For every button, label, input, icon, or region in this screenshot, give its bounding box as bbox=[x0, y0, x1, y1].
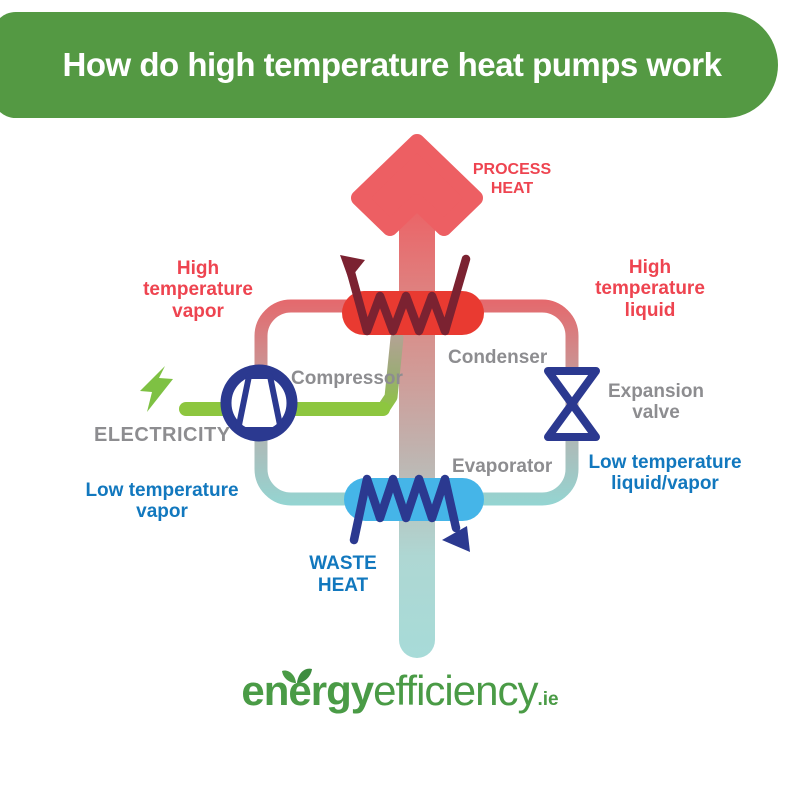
condenser-coil bbox=[340, 254, 484, 336]
brand-tld: .ie bbox=[537, 689, 559, 710]
page-title: How do high temperature heat pumps work bbox=[62, 46, 722, 83]
expansion-valve-label: Expansion valve bbox=[607, 381, 705, 424]
expansion-valve-icon bbox=[544, 367, 600, 441]
waste-heat-label: WASTE HEAT bbox=[309, 553, 377, 597]
condenser-label: Condenser bbox=[448, 347, 548, 368]
electricity-label: ELECTRICITY bbox=[94, 424, 231, 446]
brand-logo: energyefficiency.ie bbox=[241, 668, 558, 724]
lightning-bolt-icon bbox=[140, 366, 173, 412]
leaf-icon bbox=[281, 658, 313, 704]
high-temperature-liquid-label: High temperature liquid bbox=[595, 257, 705, 321]
low-temperature-vapor-label: Low temperature vapor bbox=[85, 480, 239, 523]
evaporator-label: Evaporator bbox=[452, 456, 553, 477]
compressor-label: Compressor bbox=[291, 368, 403, 389]
low-temperature-liquid-vapor-label: Low temperature liquid/vapor bbox=[588, 452, 742, 495]
compressor-icon bbox=[220, 364, 298, 442]
process-heat-label: PROCESS HEAT bbox=[472, 161, 552, 198]
footer: energyefficiency.ie bbox=[0, 668, 800, 724]
brand-text-regular: efficiency bbox=[373, 667, 538, 714]
evaporator-coil bbox=[344, 474, 484, 552]
high-temperature-vapor-label: High temperature vapor bbox=[143, 258, 253, 322]
header-banner: How do high temperature heat pumps work bbox=[0, 12, 778, 118]
